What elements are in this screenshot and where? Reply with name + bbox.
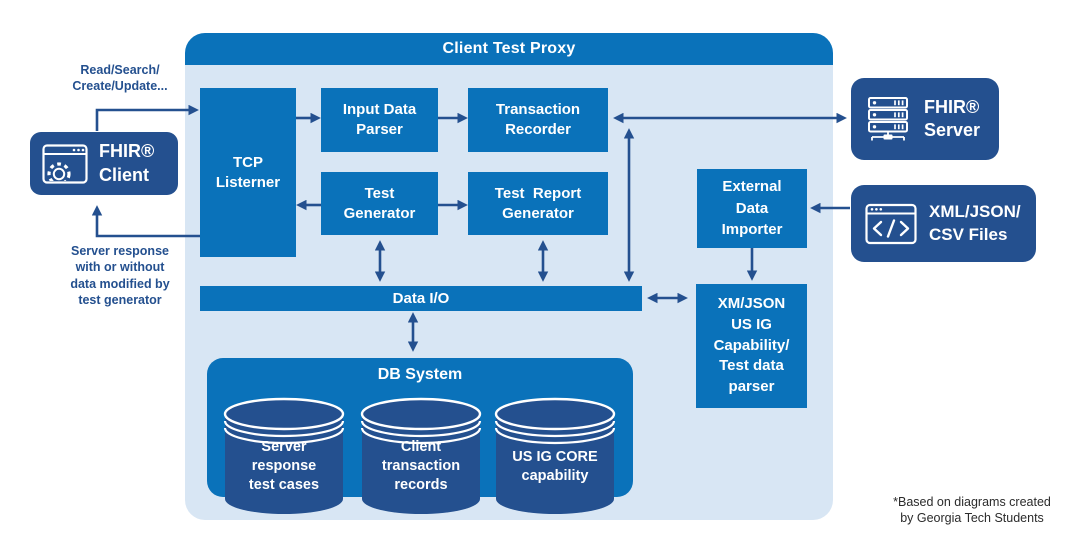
test-report-generator-box: Test Report Generator (468, 172, 608, 235)
test-generator-box: Test Generator (321, 172, 438, 235)
fhir-server-card: FHIR® Server (851, 78, 999, 160)
cylinder-label: US IG CORE capability (512, 449, 598, 485)
db-system-title: DB System (377, 366, 463, 383)
cylinder-label: Client transaction records (381, 439, 461, 494)
fhir-client-card: FHIR® Client (30, 132, 178, 195)
tcp-listener-box: TCP Listerner (200, 88, 296, 257)
db-cylinder-server-response: Server response test cases (223, 396, 345, 518)
db-cylinder-usig-core: US IG CORE capability (494, 396, 616, 518)
request-flow-label: Read/Search/ Create/Update... (72, 63, 168, 94)
panel-header: Client Test Proxy (185, 33, 833, 65)
database-cylinder-icon (223, 397, 345, 514)
panel-title: Client Test Proxy (442, 40, 576, 57)
code-window-icon (865, 202, 917, 246)
fhir-client-label: FHIR® Client (99, 141, 155, 185)
browser-gear-icon (42, 143, 88, 184)
cylinder-label: Server response test cases (248, 439, 320, 494)
database-cylinder-icon (494, 397, 616, 514)
database-cylinder-icon (360, 397, 482, 514)
input-data-parser-box: Input Data Parser (321, 88, 438, 152)
transaction-recorder-box: Transaction Recorder (468, 88, 608, 152)
external-data-importer-box: External Data Importer (697, 169, 807, 248)
fhir-server-label: FHIR® Server (924, 96, 981, 140)
attribution-note: *Based on diagrams created by Georgia Te… (893, 495, 1051, 525)
db-cylinder-client-transaction: Client transaction records (360, 396, 482, 518)
server-rack-icon (865, 96, 911, 142)
data-io-bar: Data I/O (200, 286, 642, 311)
xml-files-label: XML/JSON/ CSV Files (929, 202, 1021, 244)
xml-files-card: XML/JSON/ CSV Files (851, 185, 1036, 262)
xm-json-parser-box: XM/JSON US IG Capability/ Test data pars… (696, 284, 807, 408)
arrow-client-to-tcp (95, 104, 199, 131)
response-flow-label: Server response with or without data mod… (70, 244, 170, 307)
